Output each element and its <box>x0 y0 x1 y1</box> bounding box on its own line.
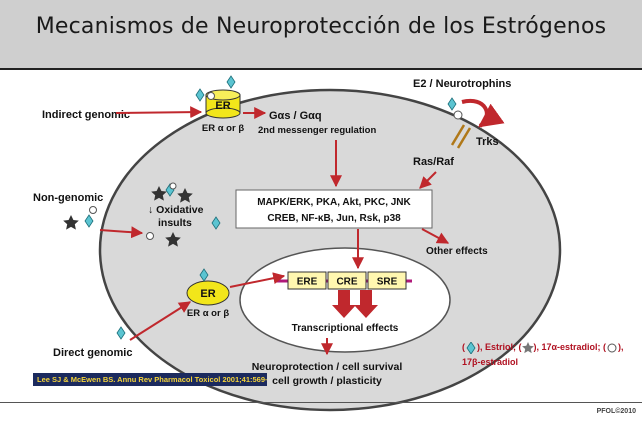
outcome-line-2: cell growth / plasticity <box>272 375 382 387</box>
legend: (), Estriol; (), 17α-estradiol; (), 17β-… <box>462 341 624 367</box>
indirect-genomic-label: Indirect genomic <box>42 109 130 121</box>
svg-text:SRE: SRE <box>377 277 398 288</box>
legend-estradiol-17a: ), 17α-estradiol; ( <box>533 342 607 352</box>
response-element-sre: SRE <box>367 271 407 290</box>
cytoplasmic-er-subtypes: ER α or β <box>187 308 229 319</box>
response-element-cre: CRE <box>327 271 367 290</box>
kinase-line-1: MAPK/ERK, PKA, Akt, PKC, JNK <box>257 197 411 208</box>
ras-raf-label: Ras/Raf <box>413 156 454 168</box>
svg-text:CRE: CRE <box>336 277 357 288</box>
svg-text:ER: ER <box>200 288 215 300</box>
legend-estradiol-17b: ), 17β-estradiol <box>462 342 624 367</box>
g-protein-label: Gαs / Gαq <box>269 110 322 122</box>
arrow-rasraf-to-kinases <box>419 171 437 189</box>
arrow-kinases-to-other <box>421 228 450 244</box>
arrow-er-to-nucleus <box>229 272 286 288</box>
credit: PFOL©2010 <box>596 408 636 415</box>
legend-estriol: ), Estriol; ( <box>477 342 522 352</box>
second-messenger-label: 2nd messenger regulation <box>258 125 376 136</box>
other-effects-label: Other effects <box>426 246 488 257</box>
membrane-er-subtypes: ER α or β <box>202 123 244 134</box>
oxidative-line-2: insults <box>158 217 192 229</box>
footer-divider <box>0 402 642 403</box>
neurotrophins-label: E2 / Neurotrophins <box>413 78 511 90</box>
neurotrophin-binding-arrow <box>461 98 505 128</box>
title-bar <box>0 0 642 68</box>
transcriptional-effects-label: Transcriptional effects <box>292 323 399 334</box>
transcription-arrow-right <box>354 290 378 318</box>
slide-title: Mecanismos de Neuroprotección de los Est… <box>35 14 607 39</box>
cytoplasmic-er-receptor: ER <box>186 280 230 306</box>
svg-text:ERE: ERE <box>297 277 318 288</box>
kinase-line-2: CREB, NF-κB, Jun, Rsk, p38 <box>267 213 401 224</box>
arrow-indirect-to-er <box>115 106 203 119</box>
estradiol-17b-circle-icons <box>89 92 463 240</box>
membrane-er-receptor: ER <box>205 89 241 119</box>
title-divider <box>0 68 642 70</box>
arrow-direct-to-er <box>129 301 192 341</box>
oxidative-line-1: ↓ Oxidative <box>148 204 204 216</box>
outcome-line-1: Neuroprotection / cell survival <box>252 361 403 373</box>
direct-genomic-label: Direct genomic <box>53 347 132 359</box>
response-element-ere: ERE <box>287 271 327 290</box>
trk-receptor-icon <box>450 124 472 149</box>
legend-star-icon <box>521 341 534 353</box>
legend-circle-icon <box>607 343 617 353</box>
trks-label: Trks <box>476 136 499 148</box>
citation: Lee SJ & McEwen BS. Annu Rev Pharmacol T… <box>33 373 267 386</box>
non-genomic-label: Non-genomic <box>33 192 103 204</box>
transcription-arrow-left <box>332 290 356 318</box>
estradiol-17a-star-icons <box>63 186 193 247</box>
svg-text:ER: ER <box>215 100 230 112</box>
kinase-box <box>235 189 433 229</box>
legend-diamond-icon <box>466 341 476 354</box>
arrow-nongenomic-to-cell <box>99 226 144 239</box>
